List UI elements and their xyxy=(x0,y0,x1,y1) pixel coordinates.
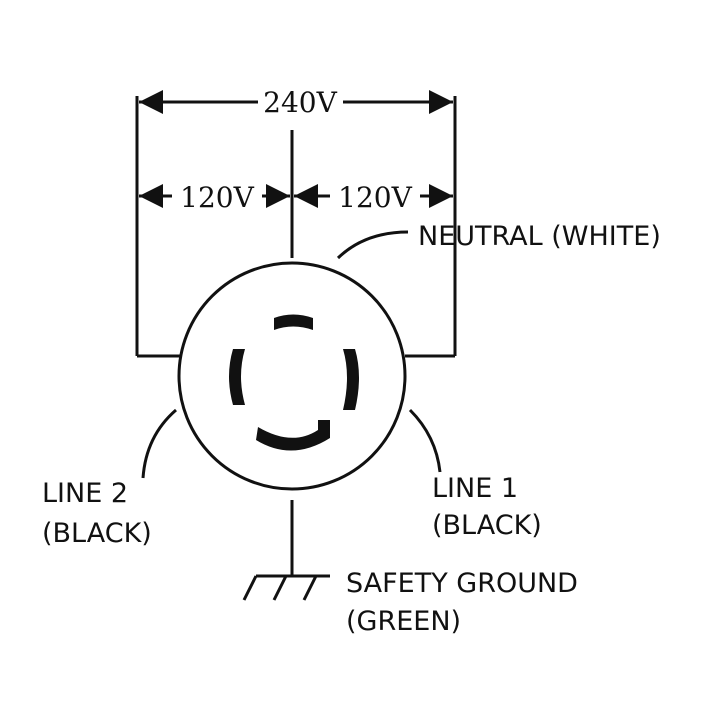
line1-leader xyxy=(408,408,442,473)
receptacle-outline xyxy=(177,261,407,491)
ground-hatch-3 xyxy=(302,575,318,601)
neutral-slot xyxy=(274,314,313,330)
ground-hatch-2 xyxy=(272,575,288,601)
voltage-120-right-label: 120V xyxy=(338,181,412,214)
ground-label: SAFETY GROUND xyxy=(346,568,578,599)
neutral-label: NEUTRAL (WHITE) xyxy=(418,221,661,252)
voltage-240-label: 240V xyxy=(263,86,337,119)
ground-color-label: (GREEN) xyxy=(346,606,461,637)
line2-slot xyxy=(229,349,245,405)
line2-color-label: (BLACK) xyxy=(42,518,152,549)
line2-label: LINE 2 xyxy=(42,478,128,509)
line2-leader xyxy=(141,408,177,479)
line1-color-label: (BLACK) xyxy=(432,510,542,541)
receptacle-slots xyxy=(229,314,359,451)
ground-hatch-1 xyxy=(242,575,258,601)
dimension-lines xyxy=(135,90,457,601)
ground-slot xyxy=(256,420,330,451)
line1-slot xyxy=(343,349,359,410)
voltage-120-left-label: 120V xyxy=(180,181,254,214)
neutral-leader xyxy=(336,230,409,260)
line1-label: LINE 1 xyxy=(432,473,518,504)
